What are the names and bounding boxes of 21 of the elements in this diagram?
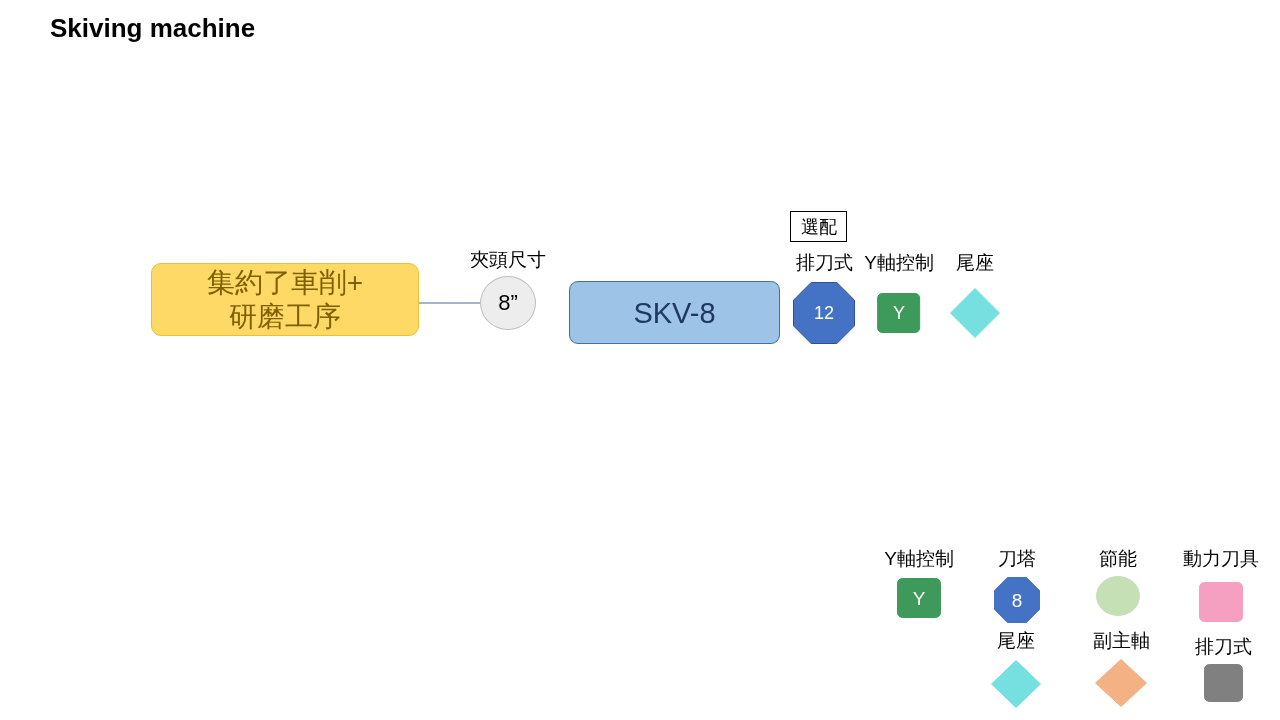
title: Skiving machine — [50, 13, 256, 44]
swatch-letter: 8 — [1011, 590, 1023, 610]
legend-label: 尾座 — [997, 630, 1035, 652]
node-heading: 排刀式 — [795, 252, 853, 274]
square-badge: Y — [877, 293, 921, 333]
legend-label: 刀塔 — [998, 548, 1036, 570]
legend-label: 節能 — [1099, 548, 1137, 570]
swatch-letter: Y — [912, 588, 926, 608]
process-box: 集約了車削+研磨工序 — [151, 263, 419, 336]
circle-badge: 8” — [480, 276, 536, 330]
connector-line — [418, 302, 481, 304]
octagon-badge: 12 — [793, 282, 855, 344]
tag-box: 選配 — [790, 211, 847, 242]
node-heading: 尾座 — [956, 252, 994, 274]
legend-label: Y軸控制 — [884, 548, 954, 570]
model-box: SKV-8 — [569, 281, 780, 344]
legend-label: 副主軸 — [1092, 630, 1150, 652]
legend-label: 排刀式 — [1194, 636, 1252, 658]
node-heading: 夾頭尺寸 — [470, 249, 546, 271]
node-heading: Y軸控制 — [864, 252, 934, 274]
legend-label: 動力刀具 — [1183, 548, 1259, 570]
